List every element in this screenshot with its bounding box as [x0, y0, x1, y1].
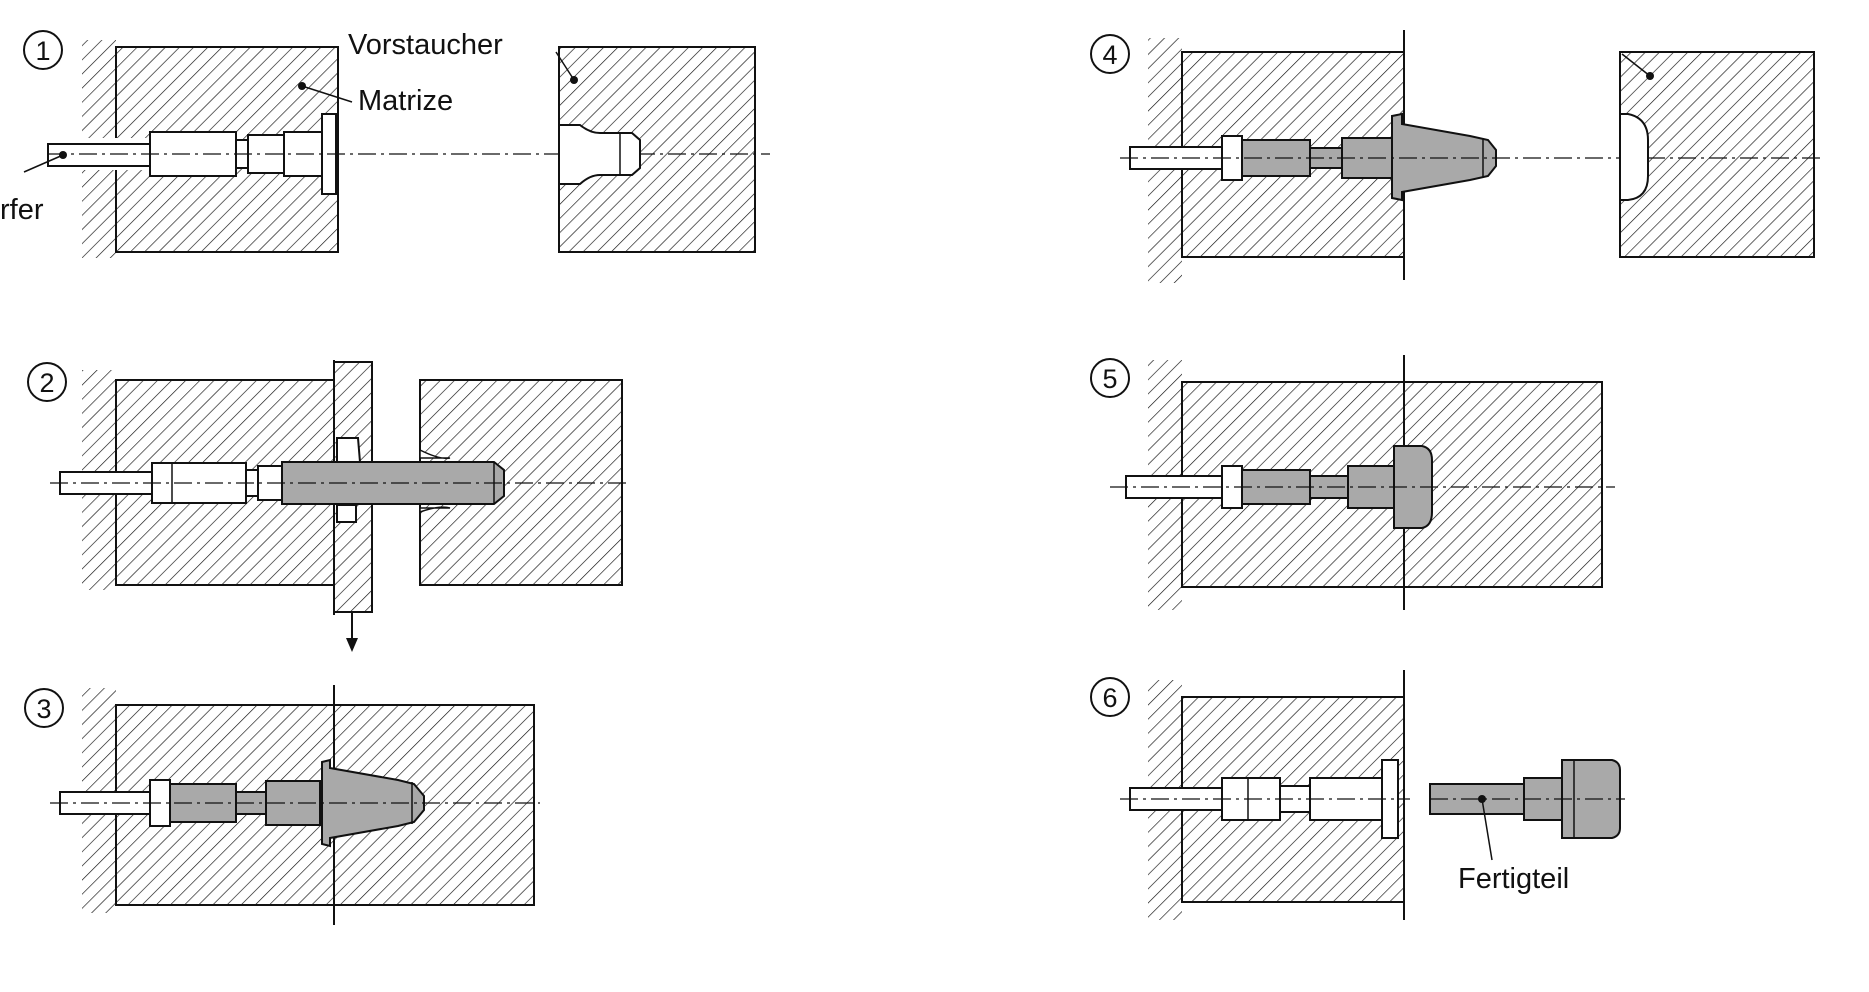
svg-text:5: 5 — [1102, 364, 1117, 394]
step-6: 6 Fertigteil — [1090, 670, 1625, 920]
svg-text:2: 2 — [39, 368, 54, 398]
svg-text:1: 1 — [35, 36, 50, 66]
step-6-badge: 6 — [1090, 677, 1130, 717]
step-1-badge: 1 — [23, 30, 63, 70]
step-4-punch-block — [1619, 51, 1815, 258]
step-5-badge: 5 — [1090, 358, 1130, 398]
label-matrize: Matrize — [358, 85, 453, 117]
step-1-punch-cavity — [558, 124, 641, 185]
svg-text:6: 6 — [1102, 683, 1117, 713]
label-fertigteil: Fertigteil — [1458, 863, 1569, 895]
step-5: 5 — [1090, 355, 1615, 610]
step-4: 4 — [1090, 30, 1825, 283]
label-auswerfer-fragment: rfer — [0, 194, 44, 226]
finished-part — [1429, 759, 1625, 839]
step-3-badge: 3 — [24, 688, 64, 728]
svg-text:4: 4 — [1102, 40, 1117, 70]
step-3: 3 — [24, 685, 540, 925]
step-2-badge: 2 — [27, 362, 67, 402]
step-2: 2 — [27, 360, 630, 652]
step-1-cavity-bore — [149, 131, 237, 177]
step-4-punch-cavity — [1619, 113, 1649, 201]
auswerfer-leader — [23, 154, 64, 173]
label-vorstaucher: Vorstaucher — [348, 29, 503, 61]
fertigteil-leader — [1481, 798, 1493, 861]
step-4-workpiece-head — [1391, 112, 1497, 202]
step-5-punch-block — [1403, 381, 1603, 588]
vorstaucher-leader — [555, 51, 575, 81]
matrize-leader — [301, 85, 353, 103]
step-4-badge: 4 — [1090, 34, 1130, 74]
svg-text:3: 3 — [36, 694, 51, 724]
step-1: 1 Vorstaucher Matrize rfer — [0, 29, 770, 258]
